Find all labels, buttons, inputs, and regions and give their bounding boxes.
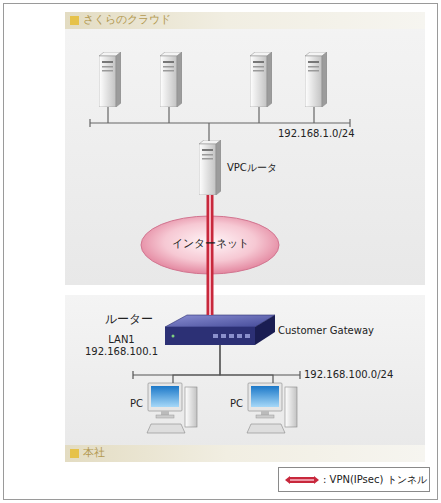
server-drop-line xyxy=(313,107,314,123)
node-title: PC xyxy=(230,398,243,410)
lan-cable xyxy=(173,345,220,383)
pipe-core xyxy=(290,479,314,481)
server-icon xyxy=(160,52,182,107)
router-shape xyxy=(165,315,275,345)
pc-base xyxy=(256,415,274,418)
cloud-zone: さくらのクラウド VPCルータインターネット xyxy=(65,12,425,285)
router-port xyxy=(213,334,218,338)
router-port xyxy=(221,334,226,338)
router-port xyxy=(237,334,242,338)
legend-box: : VPN(IPsec) トンネル xyxy=(278,467,430,492)
node-title: ルーター xyxy=(105,312,153,326)
pc-monitor xyxy=(248,383,282,411)
vpc-router: VPCルータ xyxy=(199,140,221,195)
node-title: 本社 xyxy=(83,446,105,459)
pc-base xyxy=(156,415,174,418)
lan-link xyxy=(220,345,273,383)
legend-swatch xyxy=(284,474,320,486)
node-text: Customer Gateway xyxy=(278,325,374,337)
zone-header-square xyxy=(70,449,79,458)
bus-end-tick xyxy=(299,371,300,379)
vpn-tunnel xyxy=(210,275,211,315)
pc-screen xyxy=(251,386,279,407)
lan-cable xyxy=(220,345,273,383)
pc-keyboard xyxy=(247,424,285,433)
pc-keyboard xyxy=(147,424,185,433)
cloud-bus-line xyxy=(90,122,350,123)
pc-monitor xyxy=(148,383,182,411)
bus-end-tick xyxy=(349,119,350,127)
router-front-face xyxy=(165,327,255,345)
server-icon xyxy=(99,52,121,107)
network-address: 192.168.100.0/24 xyxy=(304,369,393,381)
network-address: 192.168.1.0/24 xyxy=(278,128,355,140)
vpn-tunnel xyxy=(210,195,211,215)
legend-text: : VPN(IPsec) トンネル xyxy=(323,473,427,487)
lan-bus-line xyxy=(133,374,300,375)
pc-shape xyxy=(248,383,298,438)
node-title: PC xyxy=(130,398,143,410)
vpn-tunnel-pipe xyxy=(207,275,214,315)
pc-tower xyxy=(285,387,297,427)
vpn-tunnel-pipe xyxy=(207,195,214,215)
pc-tower xyxy=(185,387,197,427)
node-title: インターネット xyxy=(140,237,280,250)
server-icon xyxy=(199,140,221,195)
server-body xyxy=(199,140,221,195)
bus-end-tick xyxy=(132,371,133,379)
outer-frame xyxy=(4,4,438,500)
pc-screen xyxy=(151,386,179,407)
pc-icon: PC xyxy=(148,383,198,438)
internet-ellipse-fill xyxy=(141,216,279,274)
pc-shape xyxy=(148,383,198,438)
server-drop-line xyxy=(168,107,169,123)
vpn-tunnel-core xyxy=(209,195,211,215)
node-title: さくらのクラウド xyxy=(83,13,171,26)
zone-header-strip xyxy=(65,445,425,462)
router-port xyxy=(245,334,250,338)
customer-gateway: ルーターLAN1 192.168.100.1Customer Gateway xyxy=(165,315,275,345)
pipe-body xyxy=(289,477,315,483)
router-led xyxy=(172,335,175,338)
server-icon xyxy=(305,52,327,107)
server-drop-line xyxy=(258,107,259,123)
node-text: LAN1 192.168.100.1 xyxy=(84,334,159,358)
node-title: VPCルータ xyxy=(227,162,277,174)
bus-end-tick xyxy=(89,119,90,127)
internet-ellipse: インターネット xyxy=(140,215,280,275)
legend-row: : VPN(IPsec) トンネル xyxy=(279,473,429,487)
zone-header-square xyxy=(70,16,79,25)
lan-link xyxy=(173,345,220,383)
pc-icon: PC xyxy=(248,383,298,438)
router-side-face xyxy=(255,315,275,345)
server-drop-line xyxy=(107,107,108,123)
server-icon xyxy=(250,52,272,107)
router-drop-line xyxy=(208,123,209,141)
vpn-tunnel-core xyxy=(209,275,211,315)
router-port xyxy=(229,334,234,338)
